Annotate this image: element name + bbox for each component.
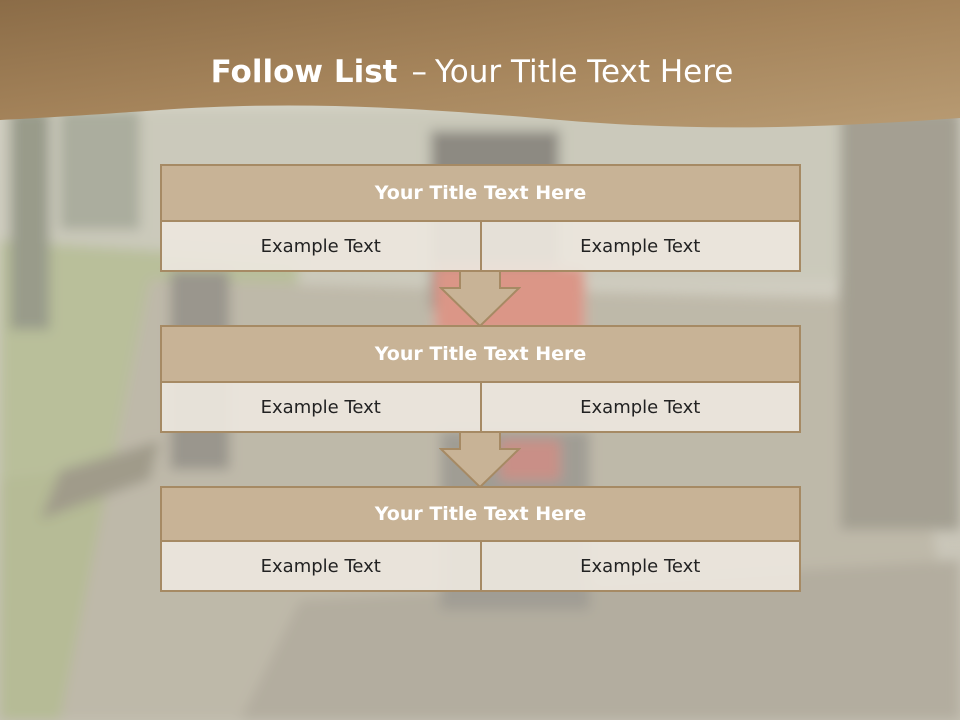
title-band (0, 0, 960, 128)
list-block-1: Your Title Text Here Example Text Exampl… (160, 164, 801, 272)
block-cell-right: Example Text (481, 383, 801, 433)
down-arrow-icon (439, 270, 521, 328)
block-cell-left: Example Text (160, 542, 482, 592)
block-row: Example Text Example Text (160, 222, 801, 272)
slide-title-rest: Your Title Text Here (434, 54, 734, 90)
block-cell-right: Example Text (481, 222, 801, 272)
block-cell-right: Example Text (481, 542, 801, 592)
block-title: Your Title Text Here (160, 325, 801, 383)
block-title: Your Title Text Here (160, 486, 801, 542)
slide-title-bold: Follow List (210, 54, 398, 90)
list-block-2: Your Title Text Here Example Text Exampl… (160, 325, 801, 433)
block-row: Example Text Example Text (160, 383, 801, 433)
down-arrow-icon (439, 431, 521, 489)
slide-title-separator: – (411, 54, 427, 90)
block-cell-left: Example Text (160, 383, 482, 433)
block-row: Example Text Example Text (160, 542, 801, 592)
slide-title: Follow List–Your Title Text Here (0, 54, 944, 90)
list-block-3: Your Title Text Here Example Text Exampl… (160, 486, 801, 592)
block-cell-left: Example Text (160, 222, 482, 272)
block-title: Your Title Text Here (160, 164, 801, 222)
